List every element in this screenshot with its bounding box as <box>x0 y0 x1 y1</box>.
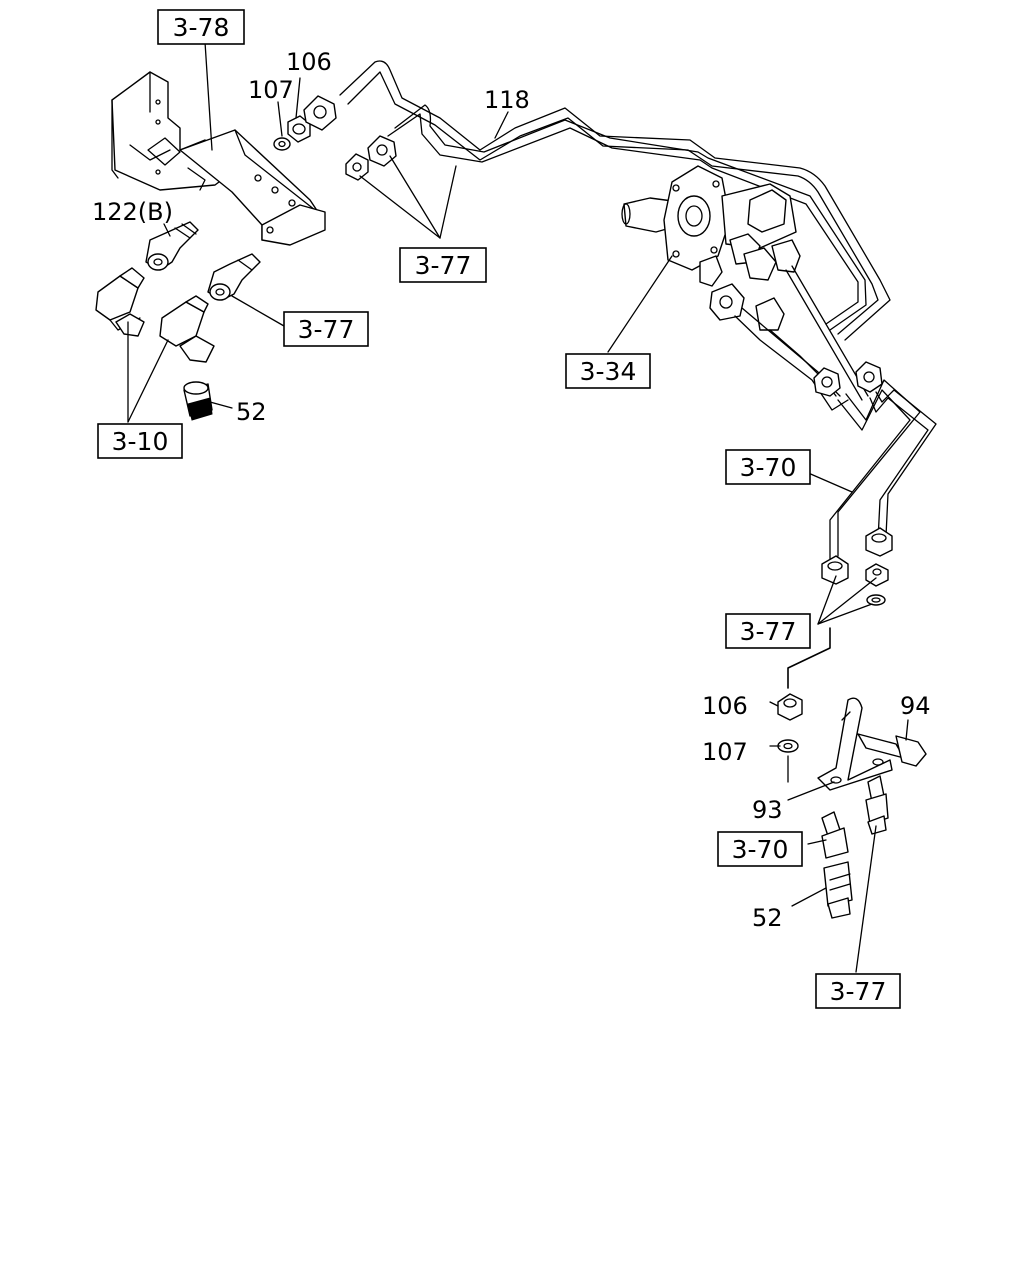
washer-lower-small <box>866 594 886 606</box>
part-number-107-top: 107 <box>248 76 294 104</box>
flare-nut-mid-2 <box>855 361 883 393</box>
part-number-118: 118 <box>484 86 530 114</box>
mounting-bracket <box>111 71 326 246</box>
flare-nut-upper-1 <box>303 95 337 131</box>
ref-box-3-77-d: 3-77 <box>815 973 901 1009</box>
ref-box-3-77-b: 3-77 <box>283 311 369 347</box>
ref-label: 3-77 <box>298 315 355 344</box>
flare-nut-upper-2 <box>367 135 397 167</box>
washer-107-bottom <box>777 739 799 753</box>
injection-pump <box>621 165 801 331</box>
nut-lower-small <box>865 563 889 587</box>
flare-nut-mid-1 <box>813 367 841 397</box>
bracket-93 <box>817 697 893 791</box>
fitting-52-top <box>183 381 213 421</box>
fitting-3-77-lower <box>865 775 889 835</box>
nut-106-top <box>287 115 311 143</box>
ref-label: 3-77 <box>740 617 797 646</box>
ref-box-3-70-b: 3-70 <box>717 831 803 867</box>
part-number-122b: 122(B) <box>92 198 173 226</box>
ref-label: 3-70 <box>732 835 789 864</box>
ref-box-3-70-a: 3-70 <box>725 449 811 485</box>
bolt-94 <box>857 733 927 767</box>
ref-box-3-34: 3-34 <box>565 353 651 389</box>
flare-nut-lower-1 <box>821 555 849 585</box>
part-number-94: 94 <box>900 692 931 720</box>
ref-label: 3-77 <box>830 977 887 1006</box>
ref-box-3-10: 3-10 <box>97 423 183 459</box>
washer-107-top <box>273 137 291 151</box>
ref-label: 3-78 <box>173 13 230 42</box>
part-number-106-top: 106 <box>286 48 332 76</box>
part-number-93: 93 <box>752 796 783 824</box>
solenoid-valve-left <box>95 267 145 337</box>
flare-nut-upper-3 <box>345 153 369 181</box>
ref-label: 3-70 <box>740 453 797 482</box>
banjo-connector-122b <box>145 221 199 271</box>
ref-label: 3-34 <box>580 357 637 386</box>
banjo-connector-right <box>207 253 261 301</box>
part-number-107-bottom: 107 <box>702 738 748 766</box>
ref-box-3-78: 3-78 <box>157 9 245 45</box>
leader-lines <box>127 41 909 973</box>
fitting-52-bottom <box>823 861 853 919</box>
fitting-3-70-lower <box>821 811 849 859</box>
part-number-106-bottom: 106 <box>702 692 748 720</box>
ref-box-3-77-a: 3-77 <box>399 247 487 283</box>
pump-outlet-lines <box>734 265 937 561</box>
ref-label: 3-10 <box>112 427 169 456</box>
ref-label: 3-77 <box>415 251 472 280</box>
flare-nut-lower-2 <box>865 527 893 557</box>
part-number-52-top: 52 <box>236 398 267 426</box>
ref-box-3-77-c: 3-77 <box>725 613 811 649</box>
fuel-pipe-118 <box>339 60 891 341</box>
part-number-52-bottom: 52 <box>752 904 783 932</box>
solenoid-valve-center <box>159 295 215 363</box>
nut-106-bottom <box>777 693 803 721</box>
